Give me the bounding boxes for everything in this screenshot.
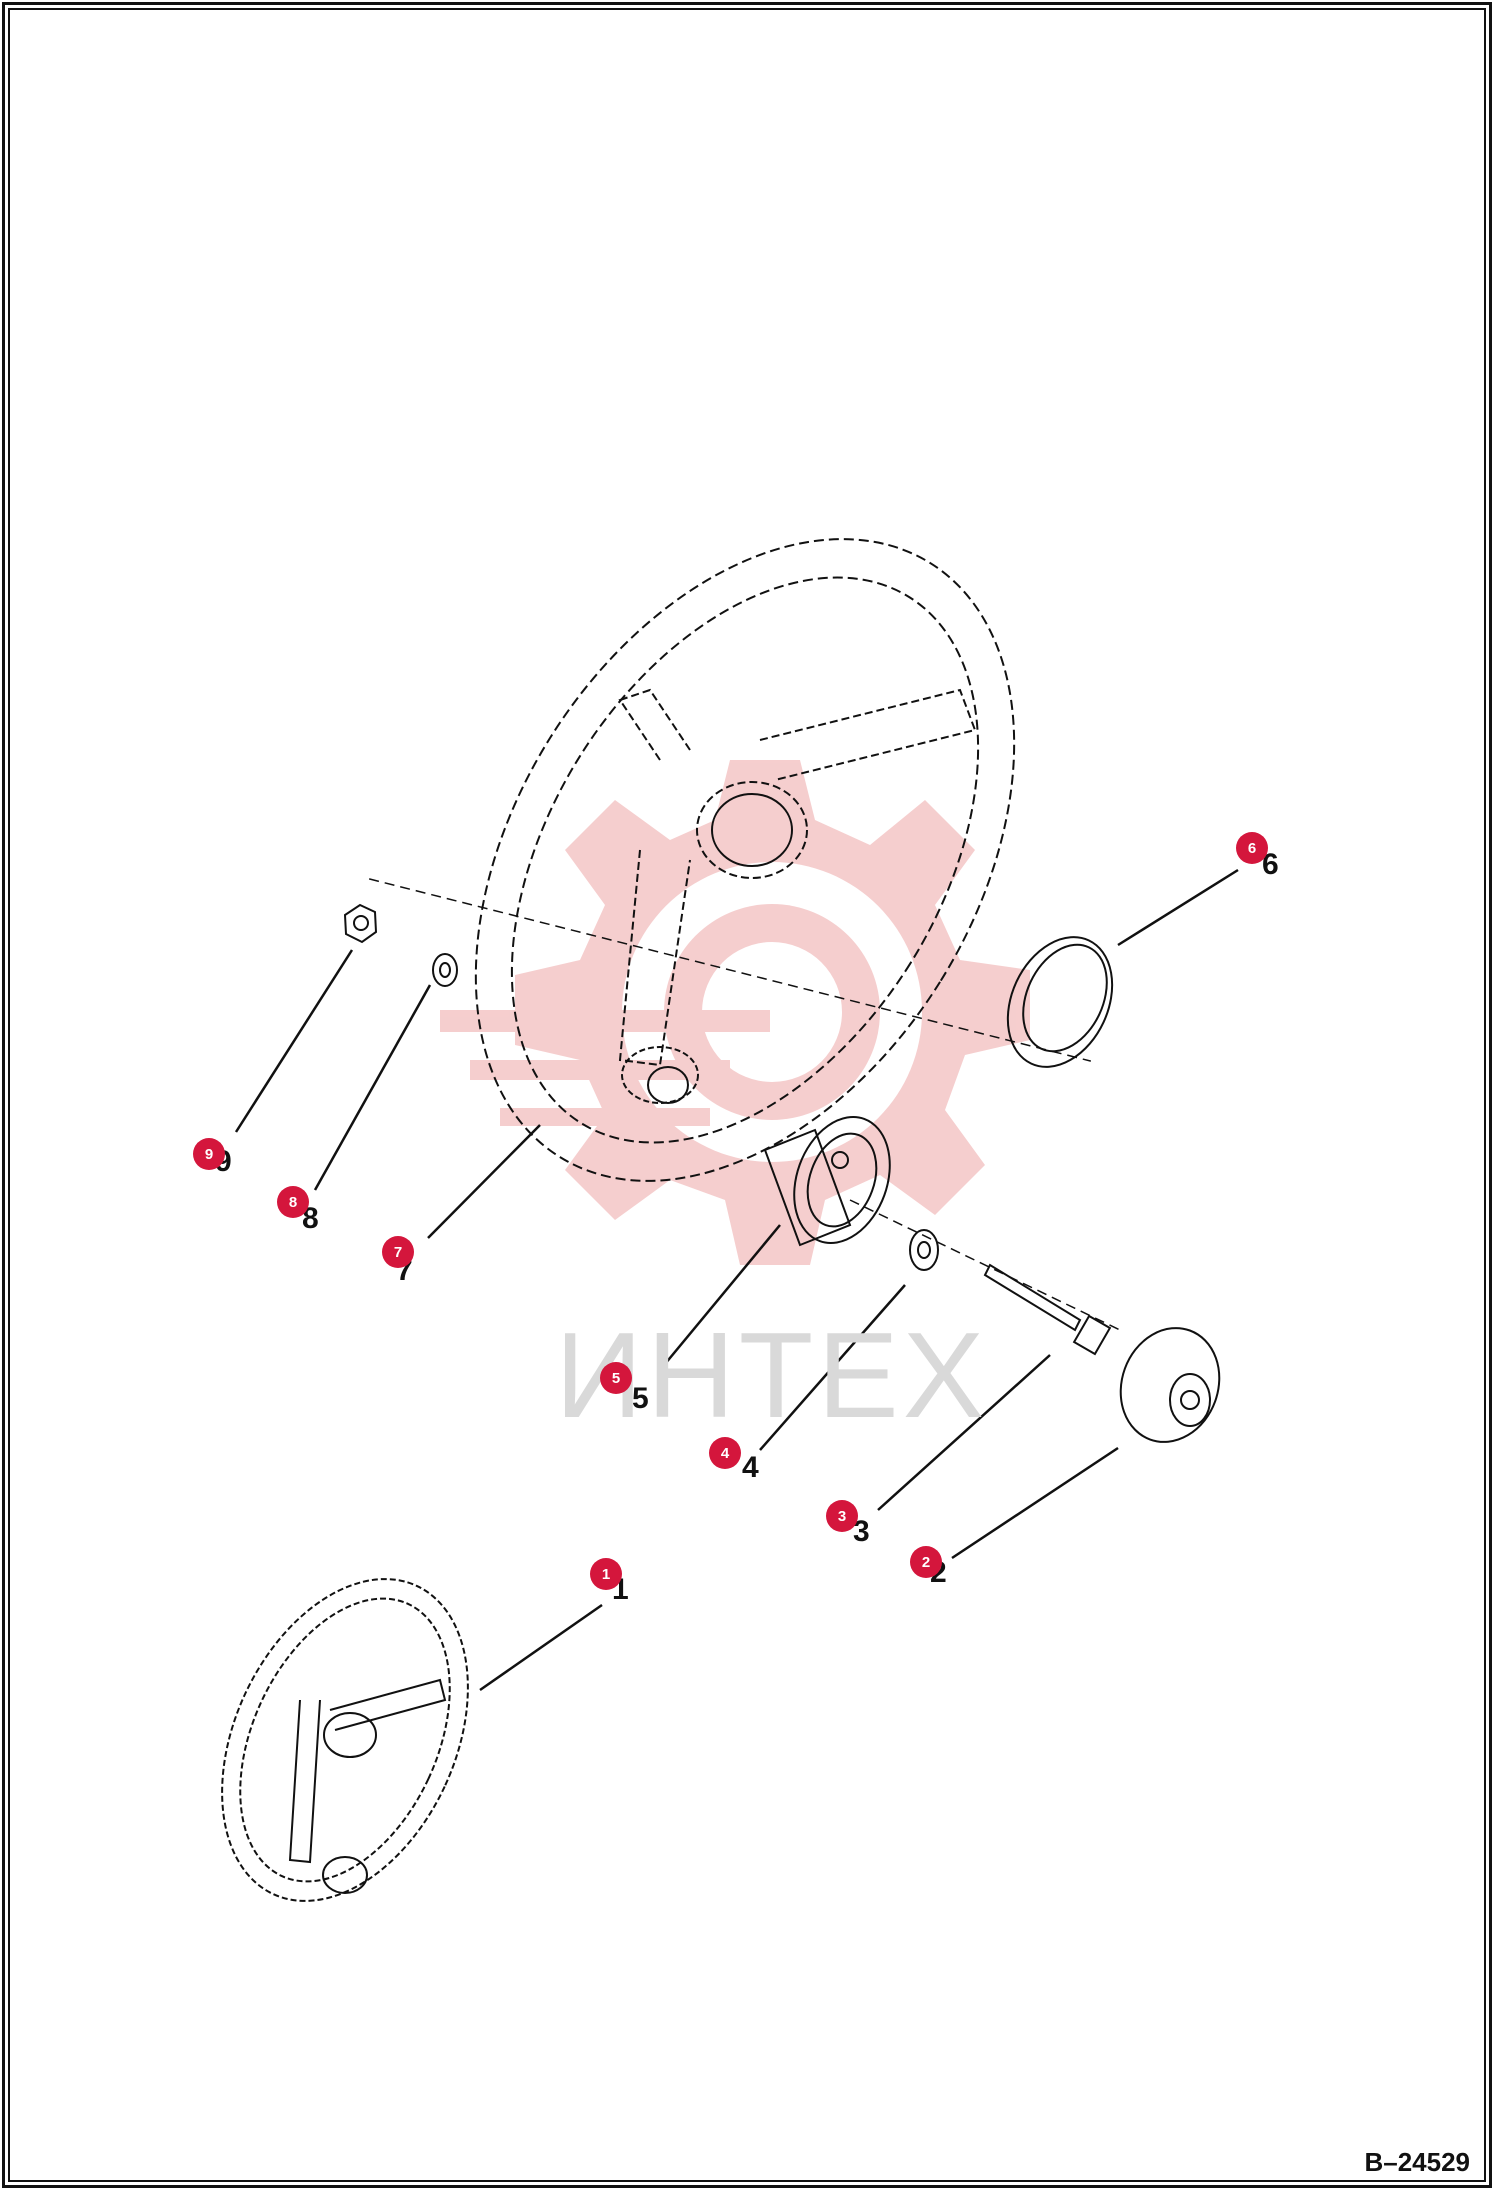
horn-cap-part [1006, 936, 1114, 1068]
hub-part [763, 1116, 891, 1247]
steering-wheel-small [221, 1578, 469, 1902]
washer-part [432, 953, 458, 987]
part-marker-8[interactable]: 8 [277, 1186, 309, 1218]
part-marker-2[interactable]: 2 [910, 1546, 942, 1578]
part-label-6: 6 [1262, 848, 1279, 881]
inner-frame [8, 8, 1486, 2182]
part-marker-4[interactable]: 4 [709, 1437, 741, 1469]
knob-part [1119, 1327, 1221, 1443]
flat-washer-part [909, 1229, 939, 1271]
nut-part [343, 903, 378, 944]
part-label-4: 4 [742, 1451, 759, 1484]
part-marker-1[interactable]: 1 [590, 1558, 622, 1590]
part-marker-7[interactable]: 7 [382, 1236, 414, 1268]
part-marker-3[interactable]: 3 [826, 1500, 858, 1532]
watermark-gear-icon [440, 760, 1030, 1265]
part-marker-6[interactable]: 6 [1236, 832, 1268, 864]
part-marker-9[interactable]: 9 [193, 1138, 225, 1170]
part-label-5: 5 [632, 1382, 649, 1415]
part-marker-5[interactable]: 5 [600, 1362, 632, 1394]
steering-wheel-large [474, 538, 1016, 1182]
document-code: B–24529 [1364, 2147, 1470, 2177]
bolt-part [983, 1263, 1112, 1356]
part-label-3: 3 [853, 1515, 870, 1548]
